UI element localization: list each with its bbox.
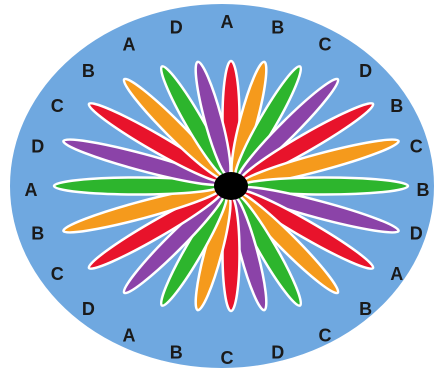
center-dot [214,172,248,200]
rim-letter: C [51,264,64,284]
rim-letter: D [31,137,44,157]
rim-letter: D [170,18,183,38]
rim-letter: B [31,224,44,244]
rim-letter: C [410,137,423,157]
rim-letter: B [170,342,183,362]
rim-letter: A [221,12,234,32]
rim-letter: C [51,96,64,116]
rim-letter: B [82,61,95,81]
rim-letter: A [123,326,136,346]
rim-letter: D [410,224,423,244]
rim-letter: B [390,96,403,116]
rim-letter: D [82,299,95,319]
rim-letter: C [221,348,234,368]
rim-letter: A [123,35,136,55]
rim-letter: B [271,18,284,38]
rim-letter: C [319,326,332,346]
rim-letter: B [417,180,430,200]
rim-letter: C [319,35,332,55]
rim-letter: A [25,180,38,200]
rim-letter: D [271,342,284,362]
rim-letter: D [359,61,372,81]
rim-letter: A [390,264,403,284]
rim-letter: B [359,299,372,319]
